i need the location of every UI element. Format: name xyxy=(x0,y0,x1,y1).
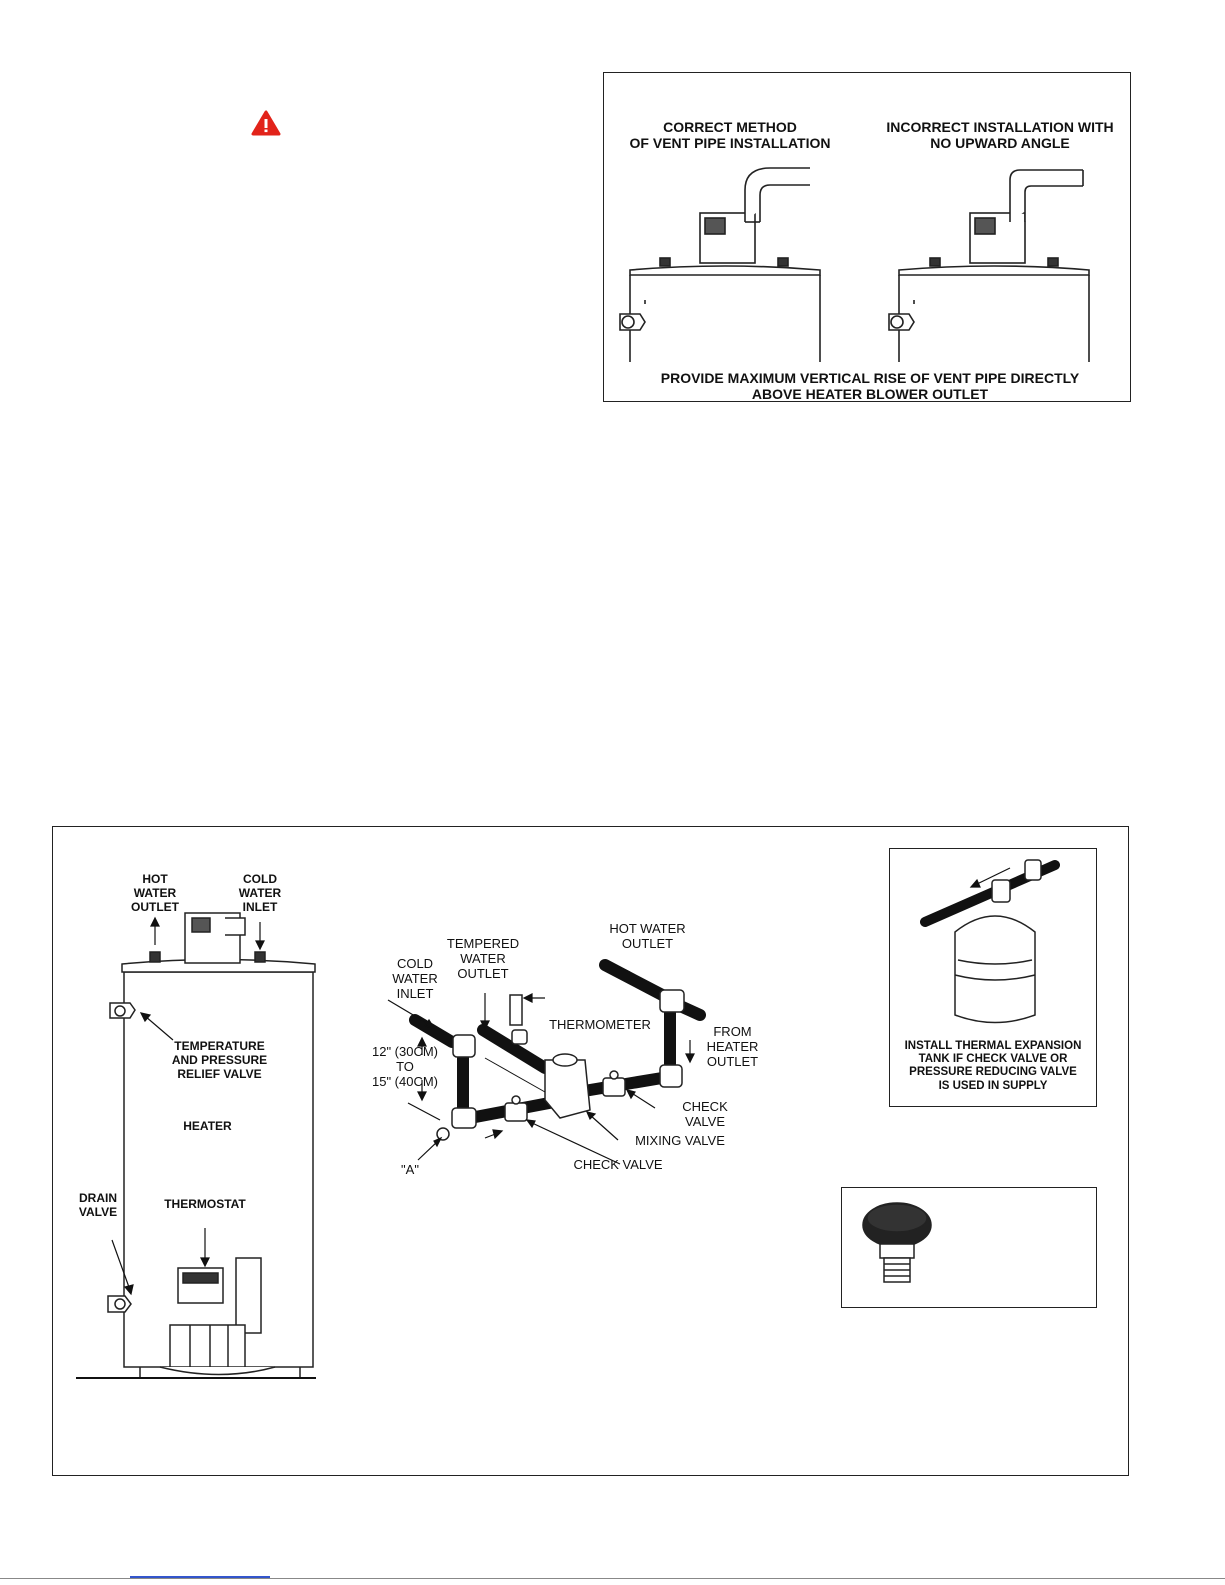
pipe-height-label: 12" (30CM) TO 15" (40CM) xyxy=(371,1044,439,1089)
thermometer-label: THERMOMETER xyxy=(549,1017,651,1032)
vacuum-relief-valve-figure xyxy=(841,1187,1097,1308)
thermostat-label: THERMOSTAT xyxy=(164,1197,246,1211)
point-a-label: "A" xyxy=(401,1162,419,1177)
check-valve-right-label: CHECK VALVE xyxy=(682,1099,728,1129)
heater-cold-water-inlet-label: COLD WATER INLET xyxy=(238,872,282,914)
vent-caption: PROVIDE MAXIMUM VERTICAL RISE OF VENT PI… xyxy=(660,370,1080,403)
mixing-valve-label: MIXING VALVE xyxy=(635,1133,725,1148)
footer-link-underline[interactable] xyxy=(130,1576,270,1578)
mixing-cold-water-inlet-label: COLD WATER INLET xyxy=(392,956,438,1001)
expansion-tank-caption: INSTALL THERMAL EXPANSION TANK IF CHECK … xyxy=(904,1040,1082,1092)
mixing-hot-water-outlet-label: HOT WATER OUTLET xyxy=(609,921,686,951)
vent-incorrect-title: INCORRECT INSTALLATION WITH NO UPWARD AN… xyxy=(886,119,1114,152)
heater-hot-water-outlet-label: HOT WATER OUTLET xyxy=(131,872,179,914)
footer-divider xyxy=(0,1578,1225,1579)
drain-valve-label: DRAIN VALVE xyxy=(78,1191,118,1219)
tempered-water-outlet-label: TEMPERED WATER OUTLET xyxy=(446,936,520,981)
check-valve-bottom-label: CHECK VALVE xyxy=(573,1157,663,1172)
tp-relief-valve-label: TEMPERATURE AND PRESSURE RELIEF VALVE xyxy=(171,1039,268,1081)
heater-label: HEATER xyxy=(183,1119,232,1133)
vent-correct-title: CORRECT METHOD OF VENT PIPE INSTALLATION xyxy=(629,119,831,152)
from-heater-outlet-label: FROM HEATER OUTLET xyxy=(706,1024,759,1069)
vent-installation-figure xyxy=(603,72,1131,402)
